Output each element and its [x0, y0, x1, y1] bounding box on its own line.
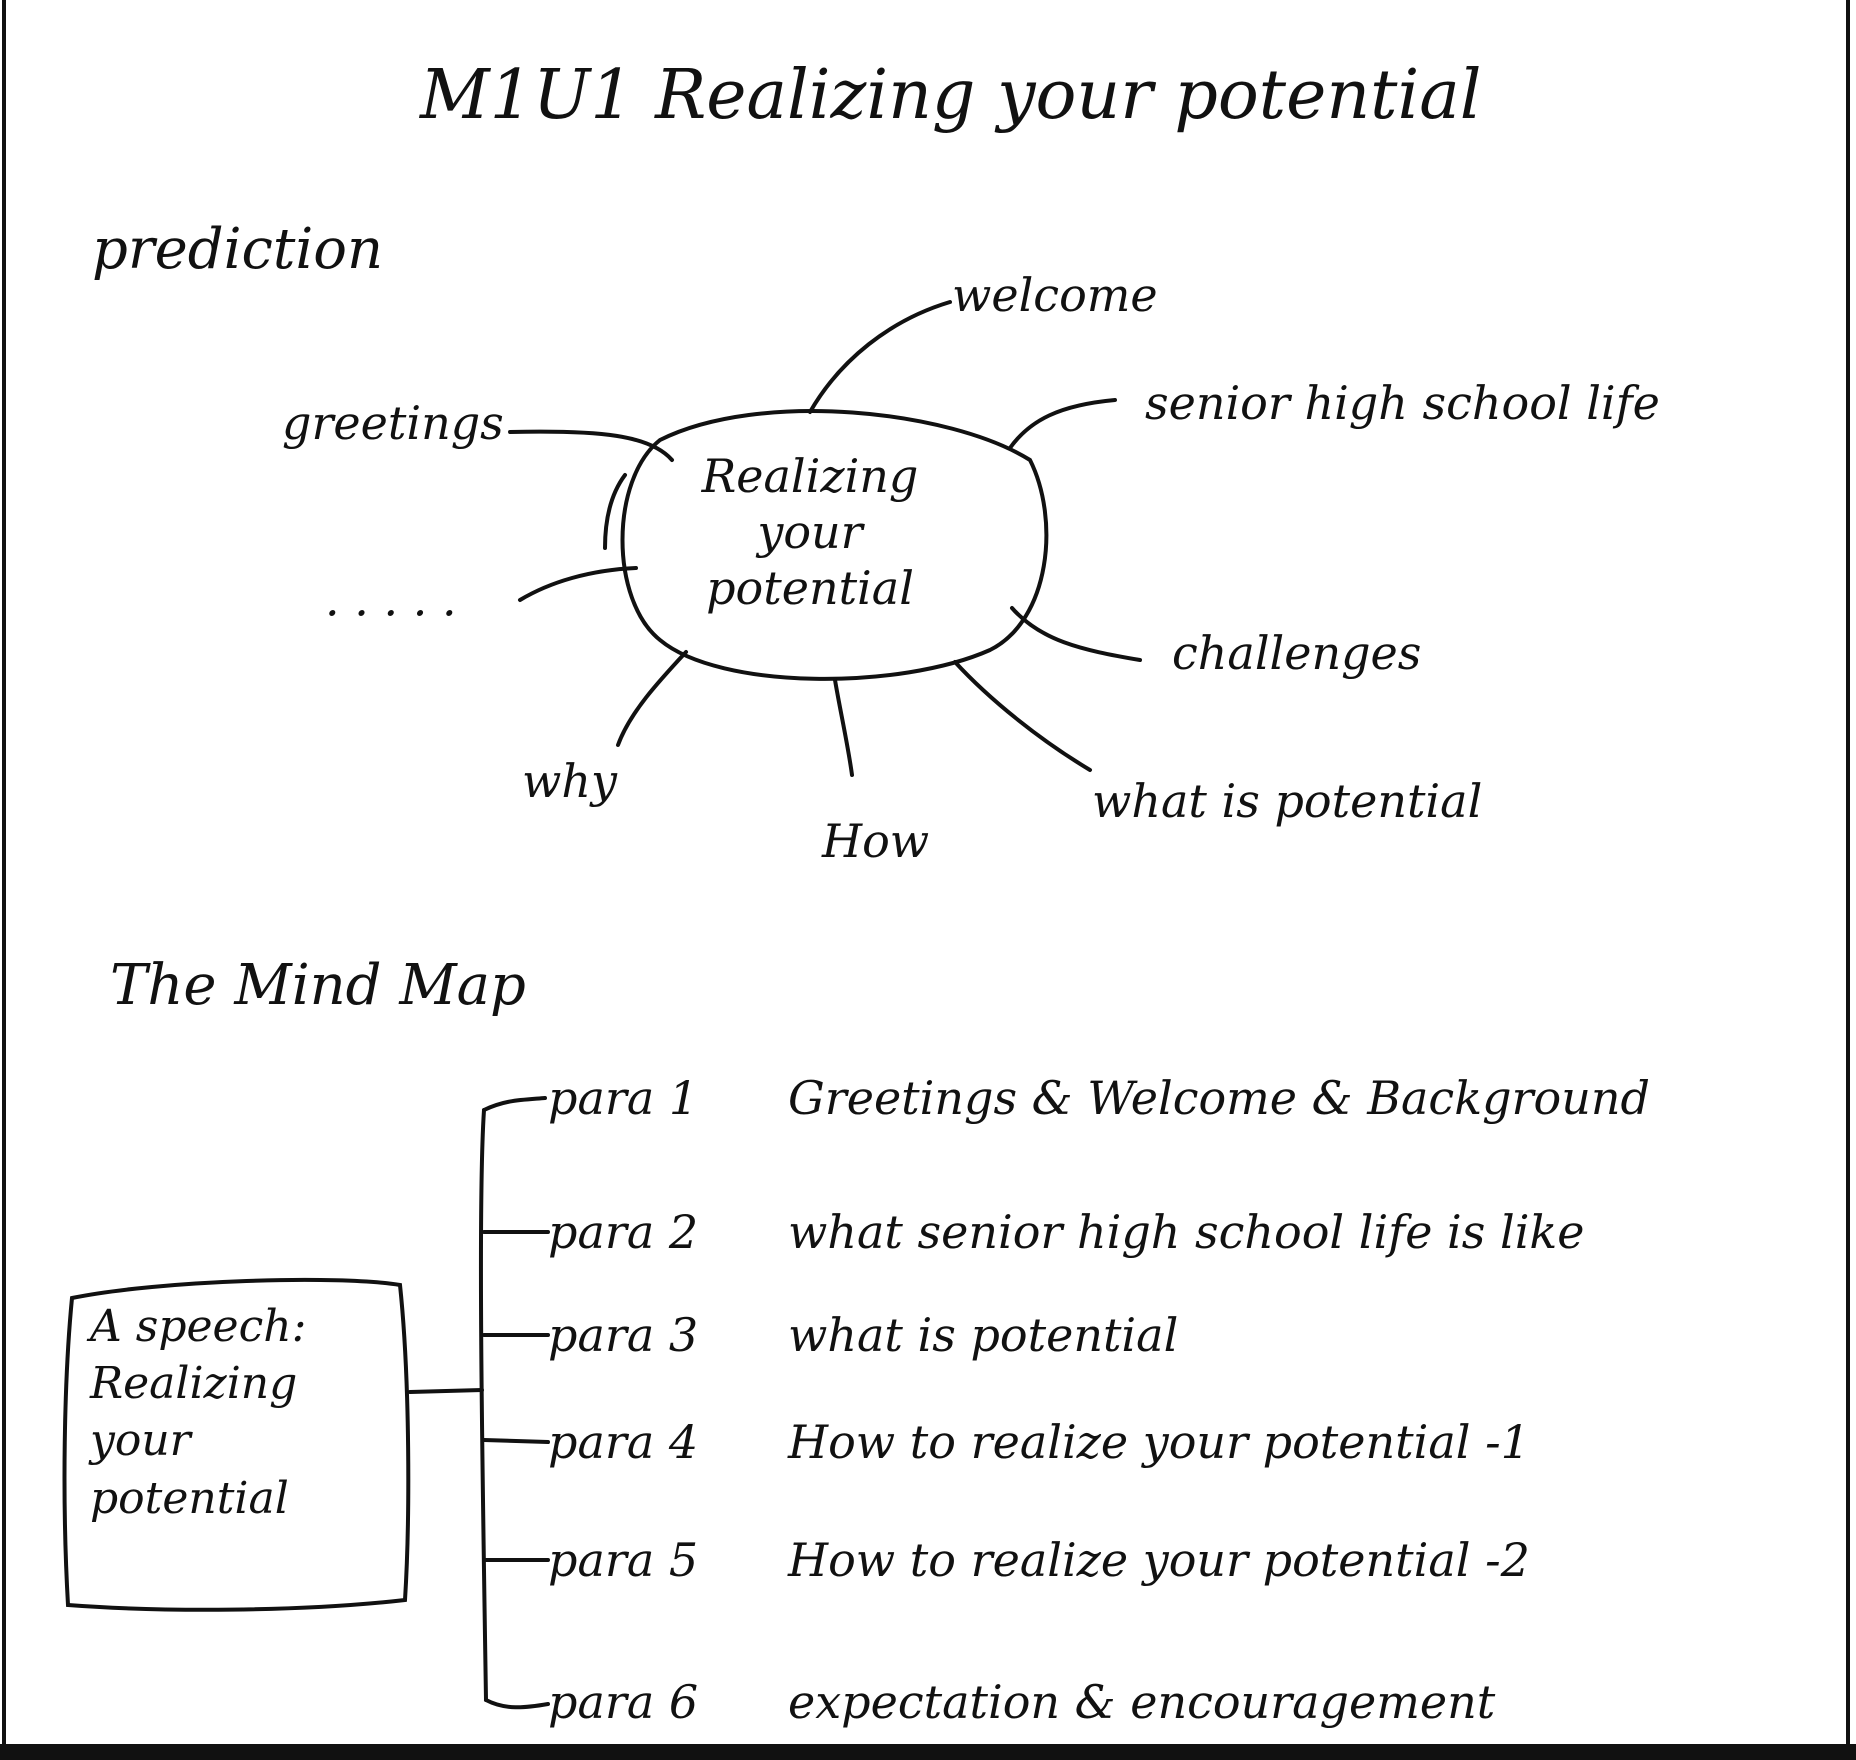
branch-line-why [616, 650, 688, 747]
para-text: Greetings & Welcome & Background [788, 1071, 1650, 1125]
page-border-left [2, 0, 6, 1760]
center-line-1: Realizing [701, 449, 919, 503]
root-line-1: A speech: [90, 1301, 307, 1352]
branch-ellipsis: · · · · · [325, 586, 457, 640]
branch-line-welcome [808, 300, 952, 414]
para-row-5: para 5 How to realize your potential -2 [548, 1530, 1530, 1590]
branch-what-is-potential: what is potential [1092, 774, 1483, 828]
tick-para-6 [484, 1698, 550, 1710]
branch-how: How [822, 814, 930, 868]
para-id: para 5 [548, 1533, 699, 1587]
branch-line-what [953, 660, 1092, 772]
para-id: para 4 [548, 1415, 699, 1469]
para-row-6: para 6 expectation & encouragement [548, 1672, 1495, 1732]
branch-senior-high-school-life: senior high school life [1145, 376, 1660, 430]
para-id: para 3 [548, 1308, 699, 1362]
para-text: what senior high school life is like [788, 1205, 1585, 1259]
para-row-4: para 4 How to realize your potential -1 [548, 1412, 1530, 1472]
branch-line-senior [1008, 398, 1117, 450]
para-row-1: para 1 Greetings & Welcome & Background [548, 1068, 1650, 1128]
tick-para-1 [482, 1096, 547, 1112]
center-line-2: your [757, 505, 863, 560]
root-box [62, 1277, 411, 1612]
branch-line-how [833, 678, 854, 777]
root-line-3: your [90, 1415, 191, 1467]
root-connector [408, 1388, 484, 1394]
para-row-2: para 2 what senior high school life is li… [548, 1202, 1585, 1262]
bracket-spine [478, 1108, 488, 1702]
branch-challenges: challenges [1172, 626, 1422, 680]
para-id: para 1 [548, 1071, 699, 1125]
para-id: para 2 [548, 1205, 699, 1259]
para-id: para 6 [548, 1675, 699, 1729]
para-text: what is potential [788, 1308, 1179, 1362]
branch-line-greetings-cross [603, 473, 627, 550]
tick-para-4 [482, 1438, 550, 1444]
prediction-heading: prediction [92, 217, 384, 282]
branch-line-ellipsis [518, 566, 638, 602]
center-line-3: potential [706, 561, 914, 616]
branch-welcome: welcome [952, 268, 1158, 322]
root-node: A speech: Realizing your potential [90, 1298, 400, 1527]
page-title: M1U1 Realizing your potential [420, 56, 1482, 135]
center-ellipse [620, 409, 1049, 681]
para-row-3: para 3 what is potential [548, 1305, 1178, 1365]
para-text: expectation & encouragement [788, 1675, 1496, 1729]
root-line-2: Realizing [90, 1358, 298, 1410]
para-text: How to realize your potential -1 [788, 1415, 1530, 1469]
para-text: How to realize your potential -2 [788, 1533, 1530, 1587]
mind-map-heading: The Mind Map [110, 953, 526, 1018]
page-border-bottom [0, 1744, 1856, 1760]
branch-line-greetings [508, 429, 674, 462]
branch-why: why [522, 754, 617, 808]
branch-line-challenges [1010, 606, 1142, 662]
center-node: Realizing your potential [640, 448, 980, 616]
page-border-right [1846, 0, 1850, 1760]
branch-greetings: greetings [282, 396, 504, 450]
root-line-4: potential [90, 1472, 289, 1524]
